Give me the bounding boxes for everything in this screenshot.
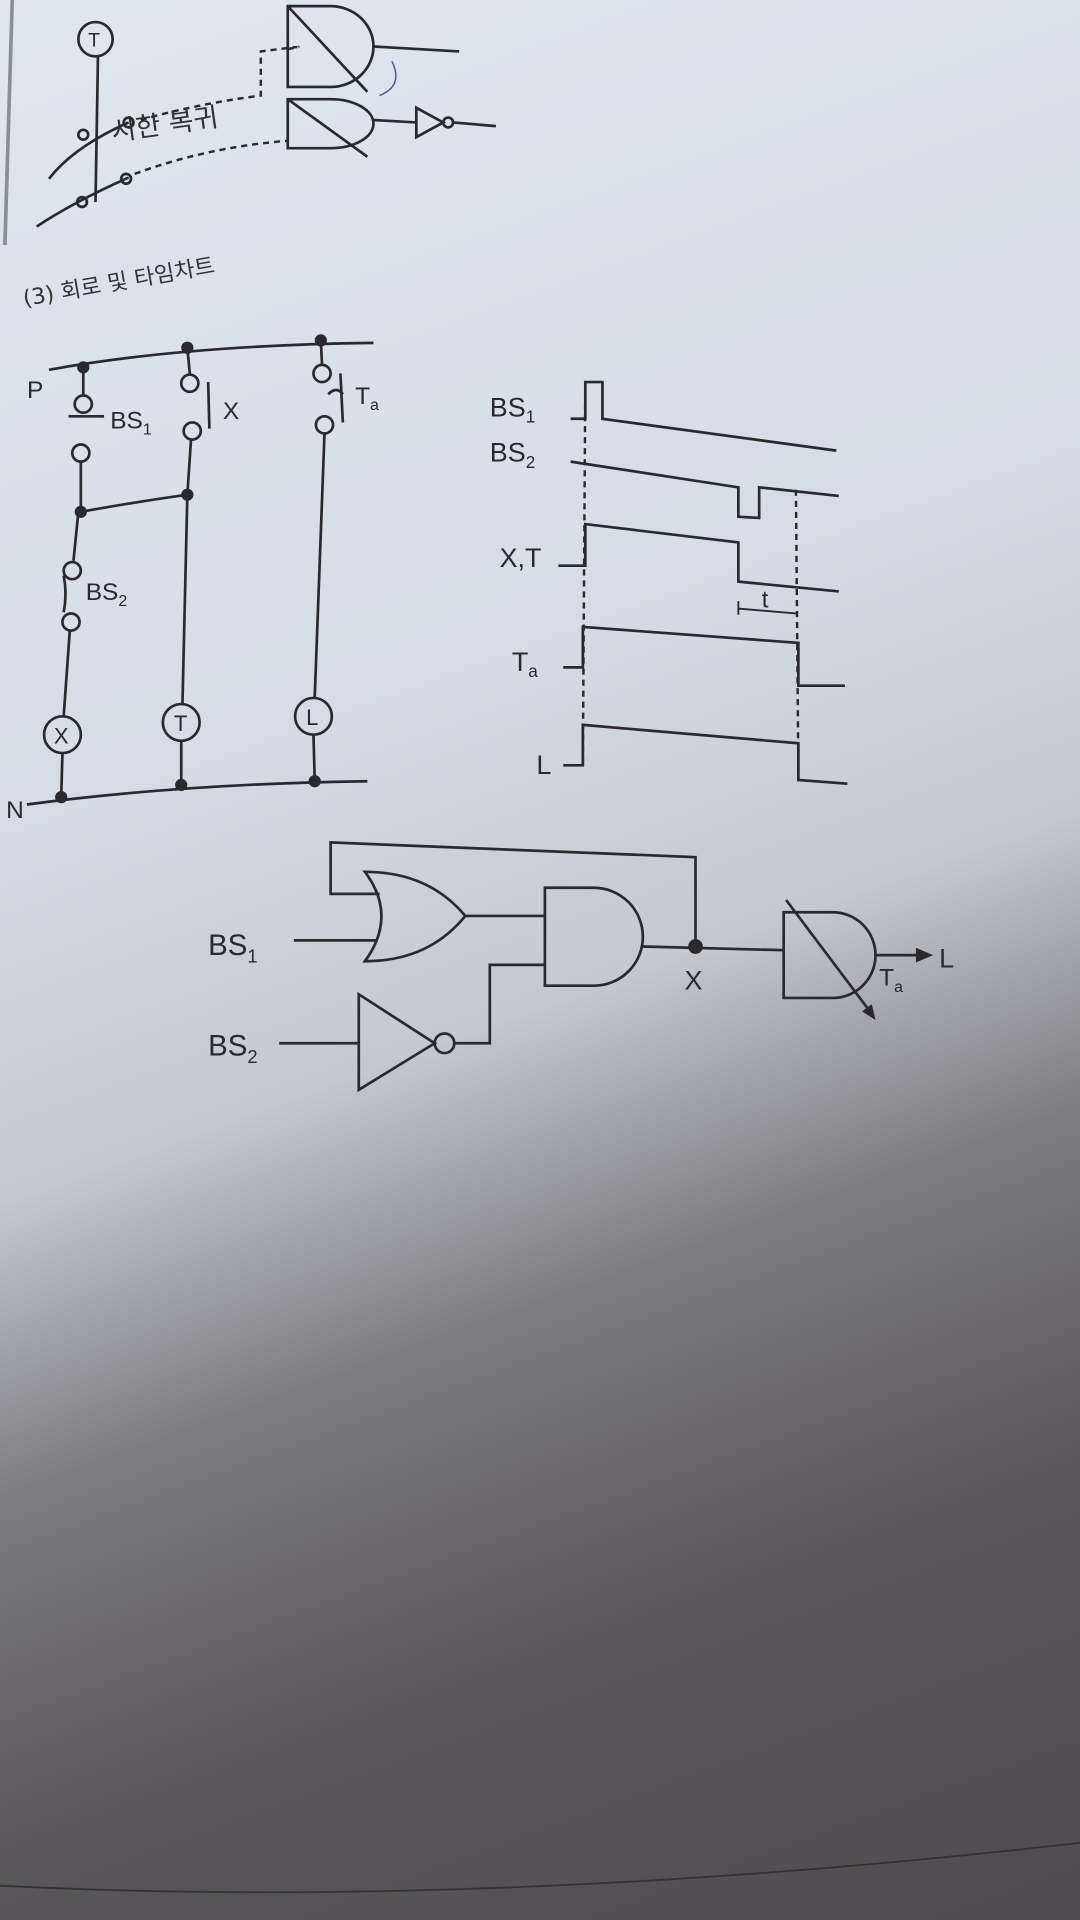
signal-xt-label: X,T	[500, 543, 542, 573]
contact-ta-label: Ta	[355, 383, 379, 414]
ladder-diagram: P N BS1 BS2 X X T	[6, 334, 379, 824]
signal-bs2-label: BS2	[490, 438, 535, 472]
annotation-text: 시한 복귀	[109, 102, 220, 148]
contact-x-label: X	[223, 398, 239, 425]
coil-t-icon	[77, 20, 114, 58]
contact-bs1-label: BS1	[110, 408, 152, 439]
node-x-label: X	[684, 965, 702, 995]
bus-p-label: P	[27, 377, 43, 404]
logic-input-bs1-label: BS1	[208, 929, 257, 966]
timer-gate-icon	[286, 97, 375, 158]
signal-l-label: L	[536, 750, 551, 780]
timing-chart: BS1 BS2 X,T t Ta L	[490, 380, 848, 786]
coil-l-icon	[293, 696, 334, 737]
section-title: (3) 회로 및 타임차트	[21, 254, 217, 312]
or-gate-icon	[362, 870, 468, 963]
svg-text:X: X	[54, 723, 69, 748]
signal-bs1-label: BS1	[490, 392, 535, 426]
timer-ta-label: Ta	[879, 965, 903, 996]
buffer-icon	[414, 105, 447, 140]
logic-input-bs2-label: BS2	[208, 1030, 257, 1067]
output-arrow-icon	[915, 947, 934, 963]
page-bottom-edge	[0, 1841, 1080, 1894]
logic-diagram: BS1 BS2 X L Ta	[208, 841, 954, 1093]
output-l-label: L	[939, 943, 954, 973]
signal-ta-label: Ta	[512, 647, 538, 681]
delay-t-label: t	[762, 586, 769, 613]
and-gate-icon	[543, 886, 645, 988]
timer-gate-icon	[286, 4, 375, 93]
svg-text:T: T	[174, 711, 187, 736]
svg-text:L: L	[306, 705, 318, 730]
top-fragment: T 시한 복귀	[35, 4, 497, 228]
svg-text:T: T	[88, 30, 100, 52]
not-gate-icon	[357, 991, 438, 1093]
timer-gate-icon	[782, 910, 877, 1000]
contact-bs2-label: BS2	[86, 579, 128, 610]
page-left-edge	[3, 0, 15, 245]
bus-n-label: N	[6, 797, 24, 824]
